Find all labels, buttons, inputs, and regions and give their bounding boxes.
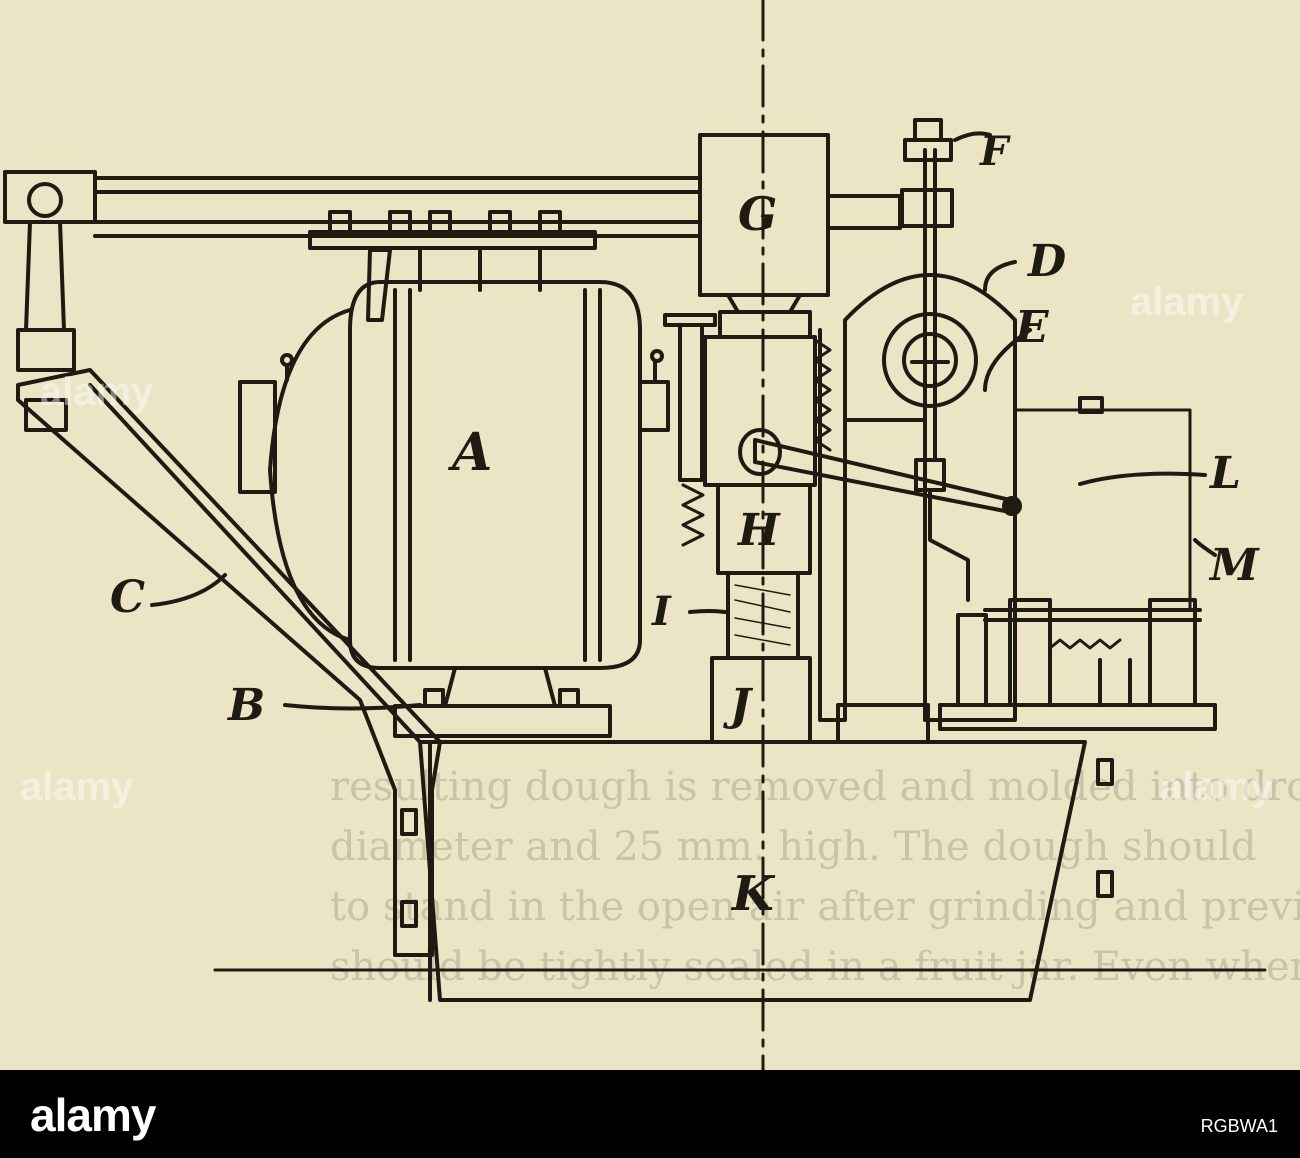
- bleed-line-3: to stand in the open air after grinding …: [330, 884, 1300, 930]
- watermark: alamy: [1130, 280, 1244, 324]
- banner-logo: alamy: [30, 1089, 156, 1141]
- label-e: E: [1013, 302, 1050, 353]
- motor-foot: [443, 666, 557, 708]
- leader-m: [1193, 538, 1217, 557]
- base-bolt: [1096, 758, 1114, 786]
- label-k: K: [730, 866, 776, 922]
- leader-l: [1078, 471, 1207, 486]
- switch-spring: [1048, 638, 1122, 650]
- leader-b: [283, 703, 422, 711]
- stock-banner: alamy RGBWA1: [0, 1070, 1300, 1158]
- label-c: C: [110, 572, 145, 623]
- top-bolt: [428, 210, 452, 234]
- switch-frame: [1148, 598, 1197, 707]
- motor-end-cap: [238, 380, 277, 494]
- left-column-collar: [16, 328, 76, 372]
- label-i: I: [651, 588, 672, 635]
- label-j: J: [723, 680, 754, 731]
- foot-bolt: [423, 688, 445, 708]
- motor-body: [348, 280, 642, 670]
- chuck-top: [718, 310, 812, 339]
- eccentric-hub: [902, 332, 958, 388]
- switch-post: [956, 613, 988, 707]
- watermark: alamy: [20, 765, 134, 809]
- left-joint-pin: [27, 182, 63, 218]
- leader-e: [983, 328, 1032, 392]
- frame-column: [818, 328, 847, 722]
- left-column: [24, 220, 66, 332]
- g-arm: [826, 194, 902, 230]
- fitting-cap: [913, 118, 943, 142]
- label-g: G: [738, 187, 777, 241]
- watermark: alamy: [1160, 765, 1274, 809]
- leader-f: [953, 131, 992, 142]
- top-bolt: [388, 210, 412, 234]
- base-bolt: [400, 900, 418, 928]
- image-id: RGBWA1: [1200, 1116, 1278, 1136]
- motor-end-bell: [268, 308, 352, 642]
- lever-l: [753, 438, 1012, 514]
- label-l: L: [1208, 448, 1241, 499]
- pivot-boss: [738, 428, 782, 476]
- machine-drawing: resulting dough is removed and molded in…: [3, 0, 1300, 1070]
- bleed-line-2: diameter and 25 mm. high. The dough shou…: [330, 824, 1257, 870]
- bleed-line-1: resulting dough is removed and molded in…: [330, 764, 1300, 810]
- fitting-f: [903, 138, 953, 162]
- holder-block-j: [710, 656, 812, 744]
- lever-handle: [366, 248, 392, 322]
- oil-pipe: [928, 488, 970, 602]
- top-bolt: [328, 210, 352, 234]
- label-b: B: [226, 680, 265, 731]
- base-bolt: [1096, 870, 1114, 898]
- oiler-cup: [650, 349, 664, 363]
- eccentric-e: [882, 312, 978, 408]
- watermark: alamy: [40, 370, 154, 414]
- fitting-body: [900, 188, 954, 228]
- label-h: H: [736, 505, 781, 556]
- left-column-foot: [24, 398, 68, 432]
- lower-spring: [681, 483, 705, 547]
- leader-i: [688, 609, 727, 614]
- wire-m: [1013, 408, 1192, 612]
- leader-c: [150, 573, 227, 607]
- terminal-cap: [1078, 396, 1104, 414]
- diagram-figure: resulting dough is removed and molded in…: [3, 0, 1300, 1070]
- foot-bolt: [558, 688, 580, 708]
- stone-texture: [734, 584, 791, 646]
- label-d: D: [1026, 236, 1066, 287]
- switch-base: [938, 703, 1217, 731]
- motor-shaft-end: [638, 380, 670, 432]
- bleed-line-4: should be tightly sealed in a fruit jar.…: [330, 944, 1300, 990]
- frame-foot: [836, 703, 930, 744]
- side-spring: [813, 338, 832, 452]
- left-guide-post: [678, 323, 704, 482]
- base-bolt: [400, 808, 418, 836]
- lever-knob: [1002, 496, 1022, 516]
- label-f: F: [979, 128, 1011, 175]
- housing-d: [843, 273, 1017, 722]
- bracket-arm: [16, 368, 442, 957]
- switch-frame: [1008, 598, 1052, 707]
- motor-base-plate: [393, 704, 612, 738]
- label-m: M: [1208, 540, 1260, 591]
- label-a: A: [447, 422, 492, 483]
- leader-d: [983, 260, 1017, 292]
- guide-cap: [663, 313, 717, 327]
- top-bolt: [488, 210, 512, 234]
- motor-top-plate: [308, 230, 597, 250]
- top-bolt: [538, 210, 562, 234]
- oiler-cup: [280, 353, 294, 367]
- bracket-inner-line: [88, 383, 422, 744]
